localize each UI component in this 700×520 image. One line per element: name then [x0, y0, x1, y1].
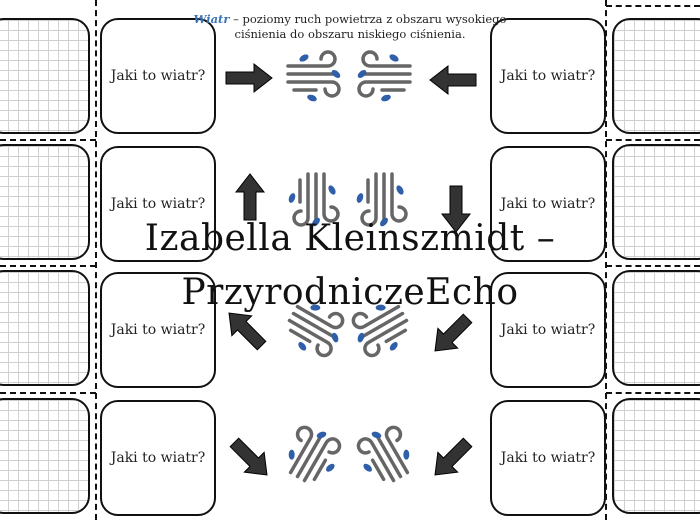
arrow-icon: [224, 432, 278, 486]
question-card: Jaki to wiatr?: [100, 400, 216, 516]
wind-icon: [286, 50, 344, 105]
arrow-icon: [424, 432, 478, 486]
question-text: Jaki to wiatr?: [500, 322, 596, 338]
question-card: Jaki to wiatr?: [490, 272, 606, 388]
definition-header: Wiatr – poziomy ruch powietrza z obszaru…: [190, 12, 510, 42]
wind-icon: [354, 50, 412, 105]
arrow-icon: [225, 63, 273, 93]
watermark-line: PrzyrodniczeEcho: [181, 272, 519, 313]
answer-grid-card: [612, 18, 700, 134]
question-card: Jaki to wiatr?: [100, 18, 216, 134]
cut-line: [0, 139, 96, 141]
question-text: Jaki to wiatr?: [500, 68, 596, 84]
cut-line: [606, 139, 700, 141]
question-text: Jaki to wiatr?: [500, 196, 596, 212]
question-card: Jaki to wiatr?: [490, 400, 606, 516]
answer-grid-card: [0, 270, 90, 386]
cut-line: [606, 265, 700, 267]
cut-line: [606, 5, 700, 7]
arrow-icon: [429, 65, 477, 95]
question-text: Jaki to wiatr?: [500, 450, 596, 466]
wind-icon: [347, 417, 422, 493]
cut-line: [95, 0, 97, 520]
question-text: Jaki to wiatr?: [110, 322, 206, 338]
question-card: Jaki to wiatr?: [490, 146, 606, 262]
question-card: Jaki to wiatr?: [100, 146, 216, 262]
question-text: Jaki to wiatr?: [110, 196, 206, 212]
cut-line: [0, 392, 96, 394]
answer-grid-card: [0, 18, 90, 134]
answer-grid-card: [612, 398, 700, 514]
watermark-line: Izabella Kleinszmidt –: [144, 218, 556, 259]
question-text: Jaki to wiatr?: [110, 450, 206, 466]
answer-grid-card: [0, 144, 90, 260]
wind-icon: [276, 417, 351, 493]
cut-line: [605, 0, 607, 520]
answer-grid-card: [0, 398, 90, 514]
question-text: Jaki to wiatr?: [110, 68, 206, 84]
cut-line: [606, 392, 700, 394]
author-watermark: Izabella Kleinszmidt – PrzyrodniczeEcho: [0, 212, 700, 320]
question-card: Jaki to wiatr?: [490, 18, 606, 134]
definition-term: Wiatr: [193, 12, 230, 26]
answer-grid-card: [612, 144, 700, 260]
answer-grid-card: [612, 270, 700, 386]
cut-line: [0, 265, 96, 267]
question-card: Jaki to wiatr?: [100, 272, 216, 388]
definition-text: – poziomy ruch powietrza z obszaru wysok…: [229, 12, 507, 41]
